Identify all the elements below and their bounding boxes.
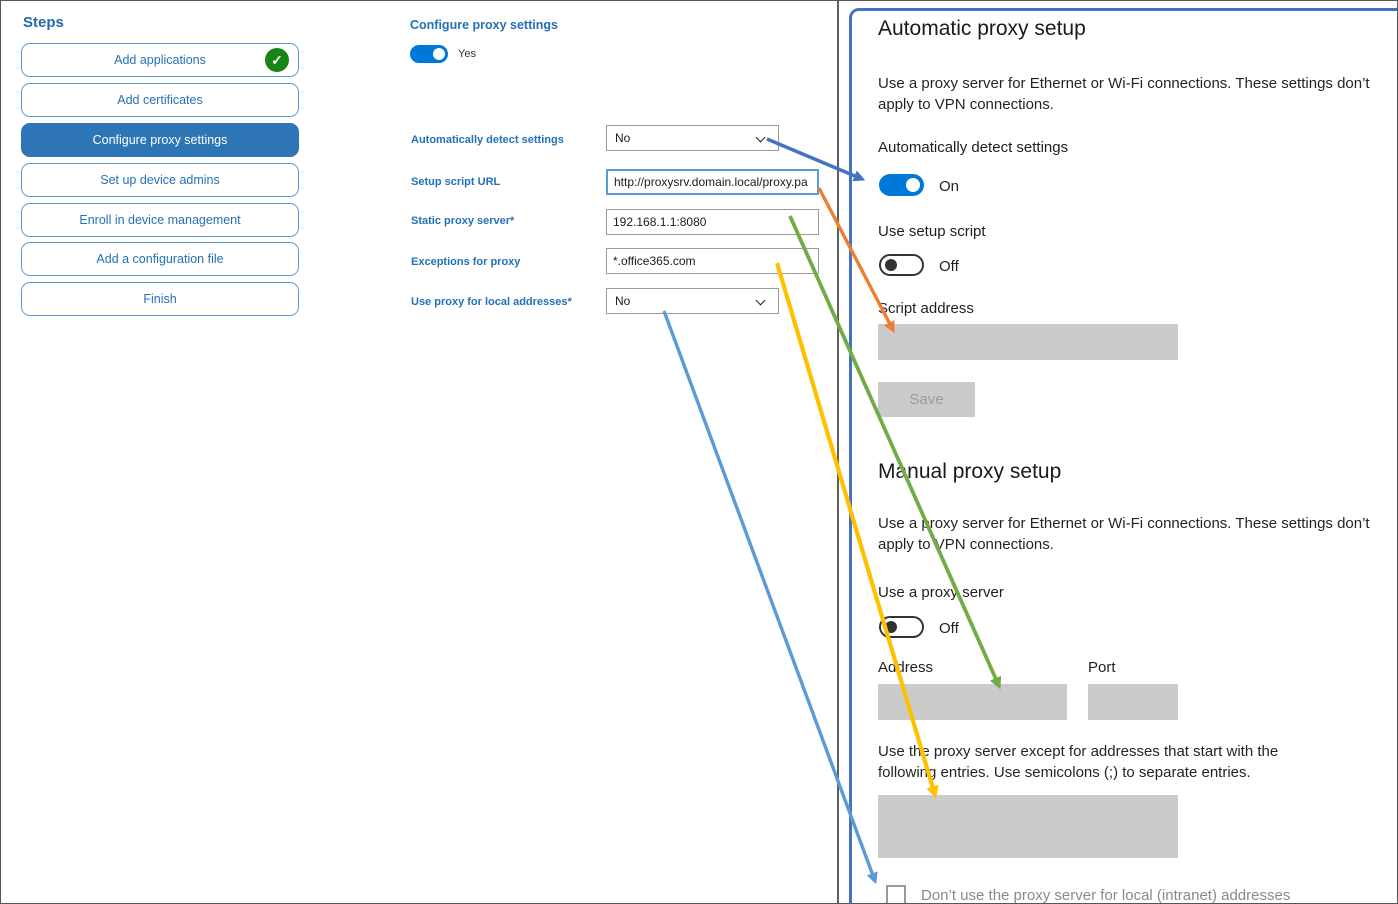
toggle-knob [906, 178, 920, 192]
detect-settings-label: Automatically detect settings [878, 139, 1069, 156]
sidebar-item-label: Enroll in device management [79, 213, 241, 227]
automatically-detect-settings-select[interactable]: No [606, 125, 779, 151]
toggle-knob [433, 48, 445, 60]
sidebar-item-set-up-device-admins[interactable]: Set up device admins [21, 163, 299, 197]
check-icon: ✓ [265, 48, 289, 72]
setup-script-state: Off [939, 258, 959, 275]
form-title: Configure proxy settings [410, 18, 558, 32]
static-proxy-server-input[interactable] [606, 209, 819, 235]
script-address-input [878, 324, 1178, 360]
proxy-exceptions-description: Use the proxy server except for addresse… [878, 743, 1279, 781]
configure-proxy-toggle[interactable] [410, 45, 448, 63]
chevron-down-icon [755, 132, 766, 143]
exceptions-for-proxy-input[interactable] [606, 248, 819, 274]
use-proxy-for-local-addresses-select[interactable]: No [606, 288, 779, 314]
field-label-setup-script-url: Setup script URL [411, 176, 501, 188]
toggle-knob [885, 259, 897, 271]
field-label-exceptions-for-proxy: Exceptions for proxy [411, 256, 521, 268]
save-button: Save [878, 382, 975, 417]
select-value: No [615, 131, 631, 145]
detect-settings-state: On [939, 178, 960, 195]
automatic-proxy-setup-heading: Automatic proxy setup [878, 17, 1086, 40]
field-label-static-proxy-server: Static proxy server* [411, 215, 515, 227]
sidebar-item-label: Set up device admins [100, 173, 220, 187]
local-addresses-checkbox [886, 885, 906, 903]
sidebar-item-add-applications[interactable]: Add applications ✓ [21, 43, 299, 77]
detect-settings-toggle[interactable] [879, 174, 924, 196]
chevron-down-icon [755, 295, 766, 306]
address-input [878, 684, 1067, 720]
steps-title: Steps [23, 14, 64, 31]
proxy-server-state: Off [939, 620, 959, 637]
field-label-automatically-detect-settings: Automatically detect settings [411, 134, 564, 146]
use-a-proxy-server-label: Use a proxy server [878, 584, 1004, 601]
arrow-local-addresses [662, 310, 878, 885]
sidebar-item-add-certificates[interactable]: Add certificates [21, 83, 299, 117]
configure-proxy-toggle-label: Yes [458, 48, 476, 60]
script-address-label: Script address [878, 300, 974, 317]
sidebar-item-enroll-in-device-management[interactable]: Enroll in device management [21, 203, 299, 237]
address-label: Address [878, 659, 934, 676]
proxy-exceptions-textarea [878, 795, 1178, 858]
sidebar-item-add-a-configuration-file[interactable]: Add a configuration file [21, 242, 299, 276]
use-setup-script-label: Use setup script [878, 223, 986, 240]
sidebar-item-label: Add certificates [117, 93, 203, 107]
port-input [1088, 684, 1178, 720]
sidebar-item-finish[interactable]: Finish [21, 282, 299, 316]
setup-script-toggle[interactable] [879, 254, 924, 276]
sidebar-item-label: Finish [143, 292, 177, 306]
manual-proxy-description: Use a proxy server for Ethernet or Wi-Fi… [878, 515, 1370, 553]
setup-script-url-input[interactable] [606, 169, 819, 195]
field-label-use-proxy-for-local-addresses: Use proxy for local addresses* [411, 296, 572, 308]
local-addresses-checkbox-label: Don’t use the proxy server for local (in… [921, 887, 1291, 904]
sidebar-item-label: Configure proxy settings [92, 133, 228, 147]
sidebar-item-label: Add applications [114, 53, 206, 67]
toggle-knob [885, 621, 897, 633]
vertical-divider [837, 1, 839, 903]
select-value: No [615, 294, 631, 308]
sidebar-item-label: Add a configuration file [96, 252, 224, 266]
port-label: Port [1088, 659, 1116, 676]
proxy-server-toggle[interactable] [879, 616, 924, 638]
sidebar-item-configure-proxy-settings[interactable]: Configure proxy settings [21, 123, 299, 157]
automatic-proxy-description: Use a proxy server for Ethernet or Wi-Fi… [878, 75, 1370, 113]
manual-proxy-setup-heading: Manual proxy setup [878, 460, 1062, 483]
